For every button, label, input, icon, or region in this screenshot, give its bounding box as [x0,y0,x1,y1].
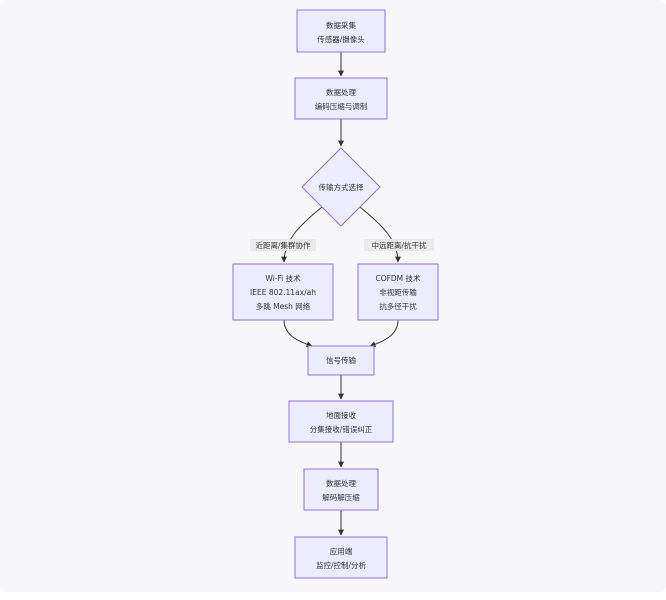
edge-label-right: 中远距离/抗干扰 [364,239,434,251]
edge-label-left-text: 近距离/集群协作 [255,240,311,250]
node-cofdm-line2: 非视距传输 [379,287,417,297]
node-cofdm-line3: 抗多径干扰 [379,301,417,311]
node-process1: 数据处理 编码压缩与调制 [294,77,388,120]
node-app: 应用端 监控/控制/分析 [294,536,388,579]
edge-decision-wifi [281,206,323,263]
node-collect-subtitle: 传感器/摄像头 [317,34,365,44]
edge-decision-cofdm [359,206,401,263]
edge-label-left: 近距离/集群协作 [250,239,316,251]
edge-wifi-signal [283,319,313,348]
node-process1-title: 数据处理 [326,87,356,97]
edge-label-right-text: 中远距离/抗干扰 [371,240,427,250]
node-process2: 数据处理 解码解压缩 [303,468,379,511]
node-app-title: 应用端 [330,546,353,556]
node-process2-subtitle: 解码解压缩 [322,492,360,502]
edges [281,52,401,536]
node-ground: 地面接收 分集接收/错误纠正 [288,400,394,443]
node-signal: 信号传输 [307,345,375,376]
node-decision: 传输方式选择 [301,147,381,227]
node-cofdm-title: COFDM 技术 [375,273,421,283]
node-cofdm: COFDM 技术 非视距传输 抗多径干扰 [357,263,439,321]
node-ground-title: 地面接收 [326,410,356,420]
node-process1-subtitle: 编码压缩与调制 [315,101,368,111]
node-app-subtitle: 监控/控制/分析 [316,560,367,570]
node-ground-subtitle: 分集接收/错误纠正 [310,424,373,434]
node-process2-title: 数据处理 [326,478,356,488]
node-collect: 数据采集 传感器/摄像头 [296,9,386,53]
node-wifi-line2: IEEE 802.11ax/ah [250,288,316,297]
node-collect-title: 数据采集 [326,20,356,30]
edge-cofdm-signal [369,319,399,348]
node-wifi-title: Wi-Fi 技术 [265,273,301,283]
node-wifi: Wi-Fi 技术 IEEE 802.11ax/ah 多跳 Mesh 网络 [232,263,334,321]
node-wifi-line3: 多跳 Mesh 网络 [256,301,311,311]
node-decision-label: 传输方式选择 [319,182,364,192]
node-signal-label: 信号传输 [326,355,356,365]
